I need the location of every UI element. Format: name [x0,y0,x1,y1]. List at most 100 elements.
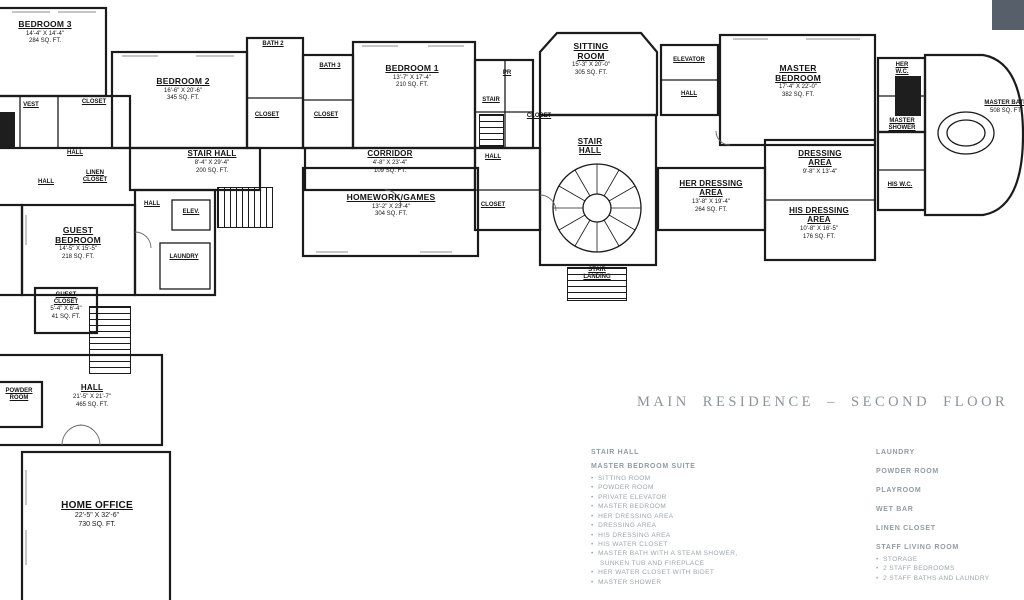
room-label-bedroom2: BEDROOM 2 16'-6" X 20'-6" 345 SQ. FT. [156,76,209,102]
legend-item: STORAGE [876,555,1022,564]
room-name: MASTER BATH [984,100,1024,106]
room-name: CLOSET [81,99,107,105]
legend-item: POWDER ROOM [591,483,871,492]
room-area: 264 SQ. FT. [694,206,727,213]
stair-landing-treads [567,267,627,301]
legend-header-stair-hall: STAIR HALL [591,449,640,456]
room-area: 304 SQ. FT. [374,211,407,218]
room-label-closet: CLOSET [82,99,106,106]
room-area: 176 SQ. FT. [802,233,835,240]
legend-item: MASTER BATH WITH A STEAM SHOWER, SUNKEN … [591,549,751,568]
room-label-closet: CLOSET [481,202,505,209]
room-name: ELEV. [182,209,200,215]
room-dims: 16'-6" X 20'-6" [164,87,202,94]
room-name: STAIR HALL [187,149,237,158]
room-area: 305 SQ. FT. [574,69,607,76]
room-label-powder-room: POWDER ROOM [3,388,35,401]
room-label-hall: HALL [67,150,83,157]
room-area: 284 SQ. FT. [28,38,61,45]
room-name: CLOSET [313,112,339,118]
room-label-bath2: BATH 2 [262,41,283,48]
staircase-treads [217,187,273,228]
room-name: SITTING ROOM [573,41,609,61]
room-area: 382 SQ. FT. [781,91,814,98]
room-label-stair: STAIR [482,97,500,104]
room-dims: 5'-4" X 6'-4" [50,306,82,313]
room-label-linen-closet: LINEN CLOSET [78,170,112,183]
room-label-hall: HALL [485,154,501,161]
room-label-closet: CLOSET [527,113,551,120]
room-area: 200 SQ. FT. [195,167,228,174]
room-label-bath3: BATH 3 [319,63,340,70]
legend-item: MASTER SHOWER [591,578,871,587]
room-dims: 22'-5" X 32'-6" [74,512,120,520]
room-name: CLOSET [480,202,506,208]
room-name: BATH 2 [262,41,284,47]
legend-item: DRESSING AREA [591,521,871,530]
room-name: BEDROOM 1 [385,63,439,73]
legend-item: 2 STAFF BEDROOMS [876,564,1022,573]
room-area: 218 SQ. FT. [61,253,94,260]
room-name: HALL [80,383,104,392]
room-label-stair-hall-center: STAIR HALL [570,137,610,156]
room-label-stair-landing: STAIR LANDING [579,267,615,280]
room-name: CLOSET [526,113,552,119]
room-label-hall: HALL [144,201,160,208]
room-label-master-shower: MASTER SHOWER [883,118,921,131]
legend-header-powder-room: POWDER ROOM [876,468,939,475]
room-name: HALL [67,150,83,156]
room-label-hall-main: HALL 21'-5" X 21'-7" 465 SQ. FT. [73,383,111,408]
room-label-closet: CLOSET [314,112,338,119]
room-label-home-office: HOME OFFICE 22'-5" X 32'-6" 730 SQ. FT. [61,500,133,529]
room-name: GUEST BEDROOM [55,225,101,245]
room-dims: 21'-5" X 21'-7" [73,393,111,400]
room-label-vest: VEST [23,102,39,109]
room-name: BATH 3 [319,63,341,69]
legend-item: 2 STAFF BATHS AND LAUNDRY [876,574,1022,583]
legend-header-laundry: LAUNDRY [876,449,915,456]
room-area: 109 SQ. FT. [373,167,406,174]
legend-header-wet-bar: WET BAR [876,506,914,513]
room-label-pr: PR [503,70,511,77]
room-name: POWDER ROOM [5,388,33,401]
room-name: HALL [144,201,160,207]
room-dims: 17'-4" X 22'-0" [779,84,817,91]
room-name: STAIR [482,97,500,103]
room-label-her-wc: HER W.C. [889,62,915,75]
legend-item: HIS WATER CLOSET [591,540,871,549]
legend-header-linen-closet: LINEN CLOSET [876,525,936,532]
room-name: STAIR LANDING [583,267,611,280]
room-label-closet: CLOSET [255,112,279,119]
room-name: HALL [485,154,501,160]
room-area: 465 SQ. FT. [75,401,108,408]
staircase-treads [479,114,504,147]
room-name: ELEVATOR [673,57,705,63]
room-area: 508 SQ. FT. [989,107,1022,114]
legend-item: PRIVATE ELEVATOR [591,493,871,502]
room-label-hall: HALL [681,91,697,98]
room-label-elevator: ELEVATOR [673,57,705,64]
room-label-his-wc: HIS W.C. [887,182,913,189]
room-label-stair-hall-west: STAIR HALL 8'-4" X 29'-4" 200 SQ. FT. [187,149,237,174]
room-name: MASTER BEDROOM [775,63,821,83]
room-dims: 15'-3" X 20'-0" [572,62,610,69]
room-name: HOME OFFICE [61,500,133,511]
room-name: HIS W.C. [887,182,913,188]
room-label-bedroom3: BEDROOM 3 14'-4" X 14'-4" 284 SQ. FT. [18,19,71,45]
room-name: HIS DRESSING AREA [789,206,849,224]
legend-left-column: STAIR HALL MASTER BEDROOM SUITE SITTING … [591,449,871,587]
room-label-dressing-area: DRESSING AREA 9'-8" X 13'-4" [791,149,849,176]
room-label-master-bedroom: MASTER BEDROOM 17'-4" X 22'-0" 382 SQ. F… [764,63,832,98]
room-name: LAUNDRY [169,254,199,260]
legend-header-staff-living-room: STAFF LIVING ROOM [876,544,959,551]
room-name: MASTER SHOWER [888,118,916,131]
legend-item: MASTER BEDROOM [591,502,871,511]
legend-item: HER DRESSING AREA [591,512,871,521]
room-dims: 14'-4" X 14'-4" [26,30,64,37]
legend-item: HER WATER CLOSET WITH BIDET [591,568,871,577]
legend-header-master-bedroom-suite: MASTER BEDROOM SUITE [591,463,696,470]
room-label-corridor: CORRIDOR 4'-8" X 23'-4" 109 SQ. FT. [367,149,412,174]
room-dims: 13'-7" X 17'-4" [393,74,431,81]
room-dims: 13'-8" X 19'-4" [692,198,730,205]
